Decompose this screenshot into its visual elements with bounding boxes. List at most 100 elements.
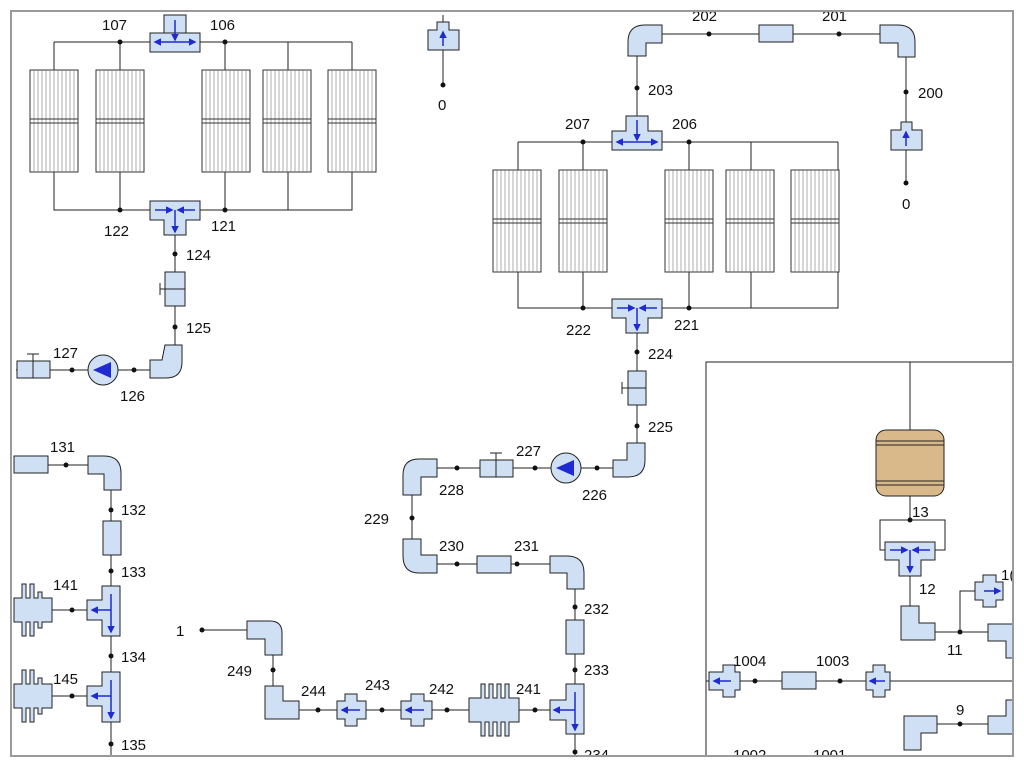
pipe-segment: [781, 671, 817, 690]
radiator: [29, 69, 79, 173]
valve: [479, 452, 514, 478]
tee-junction: [149, 200, 201, 236]
node-label: 202: [692, 8, 717, 25]
node-label: 106: [210, 17, 235, 34]
node-label: 145: [53, 671, 78, 688]
node-label: 1(: [1001, 567, 1014, 584]
pump: [550, 452, 582, 484]
valve: [621, 370, 647, 406]
components: [13, 14, 1014, 751]
node-label: 242: [429, 681, 454, 698]
node-label: 207: [565, 116, 590, 133]
node-label: 134: [121, 649, 146, 666]
source-tank: [427, 21, 460, 51]
node-label: 122: [104, 223, 129, 240]
node-label: 228: [439, 482, 464, 499]
diagram-frame: [10, 10, 1014, 757]
node-label: 231: [514, 538, 539, 555]
pipe-elbow: [549, 555, 585, 590]
radiator: [492, 169, 542, 273]
pipe-segment: [565, 619, 585, 655]
tee-junction: [611, 298, 663, 334]
node-label: 126: [120, 388, 145, 405]
storage-tank: [875, 429, 945, 497]
node-label: 1003: [816, 653, 849, 670]
valve: [159, 271, 186, 307]
node-label: 249: [227, 663, 252, 680]
node-label: 141: [53, 577, 78, 594]
node-label: 121: [211, 218, 236, 235]
node-label: 9: [956, 702, 964, 719]
node-label: 229: [364, 511, 389, 528]
tee-junction: [884, 541, 936, 577]
pipe-elbow: [402, 458, 438, 496]
node-label: 1: [176, 623, 184, 640]
node-label: 135: [121, 737, 146, 754]
node-label: 244: [301, 683, 326, 700]
node-label: 12: [919, 581, 936, 598]
node-label: 201: [822, 8, 847, 25]
node-label: 243: [365, 677, 390, 694]
pipe-elbow: [900, 605, 936, 641]
pump: [87, 354, 119, 386]
node-label: 200: [918, 85, 943, 102]
tee-junction: [149, 14, 201, 53]
flow-component: [336, 693, 367, 727]
pipe-elbow: [987, 623, 1014, 659]
node-label: 227: [516, 443, 541, 460]
node-label: 0: [438, 97, 446, 114]
node-label: 203: [648, 82, 673, 99]
node-label: 222: [566, 322, 591, 339]
pipe-elbow: [149, 344, 183, 379]
node-label: 233: [584, 662, 609, 679]
pipe-elbow: [627, 24, 663, 57]
pipe-segment: [476, 555, 512, 574]
radiator: [327, 69, 377, 173]
flow-component: [708, 664, 741, 698]
tee-junction: [549, 683, 585, 735]
node-label: 133: [121, 564, 146, 581]
radiator: [664, 169, 714, 273]
radiator: [558, 169, 608, 273]
pipe-elbow: [612, 442, 646, 478]
node-label: 221: [674, 317, 699, 334]
pipe-segment: [758, 24, 794, 43]
node-label: 0: [902, 196, 910, 213]
radiator: [95, 69, 145, 173]
radiator: [790, 169, 840, 273]
valve: [16, 353, 51, 379]
tee-junction: [611, 115, 663, 151]
radiators-right: [492, 169, 840, 273]
node-dots: [63, 31, 963, 755]
pipes: [16, 15, 1013, 756]
node-label: 107: [102, 17, 127, 34]
tee-junction: [86, 671, 121, 723]
node-label: 127: [53, 345, 78, 362]
pipe-segment: [102, 520, 122, 556]
diagram-frame-border: [10, 10, 1014, 757]
tee-junction: [86, 585, 121, 637]
pipe-elbow: [87, 455, 122, 491]
pipe-elbow: [903, 715, 938, 751]
pipe-elbow: [402, 538, 438, 574]
radiators-left: [29, 69, 377, 173]
node-label: 131: [50, 439, 75, 456]
node-labels: 107 106 122 121 124 125 127 126 131 132 …: [50, 8, 1014, 764]
node-label: 11: [947, 642, 963, 659]
heat-exchanger: [468, 683, 520, 737]
radiator: [262, 69, 312, 173]
node-label: 232: [584, 601, 609, 618]
node-label: 1004: [733, 653, 766, 670]
pipe-elbow: [879, 24, 916, 58]
node-label: 241: [516, 681, 541, 698]
pipe-elbow: [987, 699, 1014, 735]
node-label: 230: [439, 538, 464, 555]
radiator: [201, 69, 251, 173]
source-tank: [890, 121, 923, 151]
flow-component: [400, 693, 433, 727]
flow-component: [865, 664, 891, 698]
pipe-segment: [13, 455, 49, 474]
flow-component: [974, 574, 1004, 608]
radiator: [725, 169, 775, 273]
